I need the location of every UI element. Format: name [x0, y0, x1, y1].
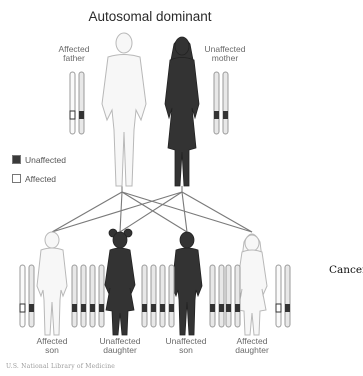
child-figure-unaffected-daughter: [105, 229, 135, 335]
father-label: Affected father: [52, 45, 96, 63]
diagram-title: Autosomal dominant: [0, 9, 300, 24]
father-figure: [102, 33, 146, 186]
legend-swatch-dark: [12, 155, 21, 164]
legend-affected: Affected: [12, 174, 56, 184]
child-figure-affected-daughter: [237, 234, 267, 335]
legend-affected-label: Affected: [25, 174, 56, 184]
inheritance-line: [122, 192, 187, 232]
mother-label-line2: mother: [200, 54, 250, 63]
legend-unaffected-label: Unaffected: [25, 155, 66, 165]
inheritance-line: [120, 192, 122, 232]
image-credit: U.S. National Library of Medicine: [6, 363, 115, 370]
child-label-1-line2: son: [28, 346, 76, 355]
child-label-1: Affected son: [28, 337, 76, 355]
inheritance-line: [120, 192, 182, 232]
legend-swatch-light: [12, 174, 21, 183]
mother-label: Unaffected mother: [200, 45, 250, 63]
inheritance-line: [182, 192, 252, 232]
child-label-2: Unaffected daughter: [92, 337, 148, 355]
father-chromosomes: [70, 72, 84, 134]
inheritance-line: [52, 192, 122, 232]
child-label-3-line2: son: [158, 346, 214, 355]
mother-chromosomes: [214, 72, 228, 134]
child-figure-unaffected-son: [172, 232, 202, 335]
side-caption: Cancer: [329, 264, 363, 276]
child-figure-affected-son: [37, 232, 67, 335]
inheritance-lines: [52, 186, 252, 232]
legend-unaffected: Unaffected: [12, 155, 66, 165]
inheritance-line: [122, 192, 252, 232]
inheritance-line: [52, 192, 182, 232]
mother-figure: [165, 37, 199, 186]
child-label-2-line2: daughter: [92, 346, 148, 355]
child-label-4: Affected daughter: [226, 337, 278, 355]
father-label-line2: father: [52, 54, 96, 63]
child-label-3: Unaffected son: [158, 337, 214, 355]
child-label-4-line2: daughter: [226, 346, 278, 355]
